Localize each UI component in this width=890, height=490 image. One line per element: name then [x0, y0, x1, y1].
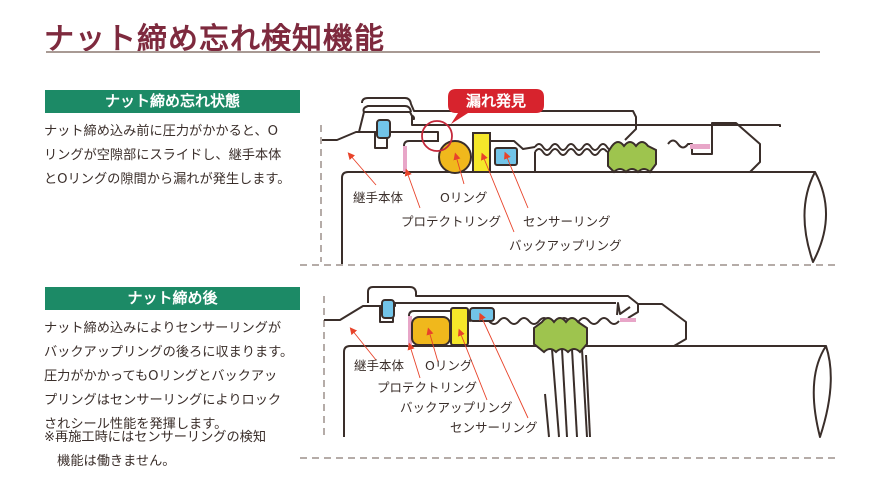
o-ring-fastened — [411, 316, 451, 346]
protect-ring-fastened — [408, 316, 412, 346]
label-backup-ring: バックアップリング — [509, 238, 622, 253]
title-underline — [46, 51, 820, 53]
diagram-fastened-parts — [381, 299, 636, 354]
pipe-end-lens — [803, 171, 827, 263]
arrows-unfastened — [347, 151, 529, 233]
label-backup-ring-2: バックアップリング — [400, 400, 513, 415]
section-description-fastened: ナット締め込みによりセンサーリングが バックアップリングの後ろに収まります。 圧… — [44, 321, 294, 432]
leak-indicator-circle — [421, 120, 453, 152]
label-sensor-ring: センサーリング — [523, 214, 611, 229]
nut-grip-fastened — [533, 317, 588, 354]
arrows-fastened — [349, 312, 529, 419]
labels-fastened: 継手本体 Oリング プロテクトリング バックアップリング センサーリング — [354, 358, 538, 435]
pipe-outline — [341, 171, 815, 264]
o-ring-unfastened — [438, 140, 472, 174]
pipe-end-lens-2 — [812, 345, 832, 438]
nut-outline-2 — [367, 286, 639, 319]
section-header-unfastened: ナット締め忘れ状態 — [45, 90, 300, 113]
seal-pink-fastened — [620, 318, 636, 322]
leak-callout: 漏れ発見 — [448, 89, 544, 124]
section-header-fastened: ナット締め後 — [45, 287, 300, 310]
nut-outline — [361, 97, 637, 141]
label-protect-ring-2: プロテクトリング — [377, 380, 477, 395]
leak-callout-text: 漏れ発見 — [466, 92, 526, 110]
backup-ring-fastened — [450, 307, 469, 346]
sensor-ring-slid — [494, 147, 518, 166]
nut-grip-unfastened — [607, 141, 657, 174]
label-sensor-ring-2: センサーリング — [450, 420, 538, 435]
labels-unfastened: 継手本体 Oリング プロテクトリング センサーリング バックアップリング — [353, 190, 622, 253]
protect-ring-unfastened — [403, 146, 407, 172]
section-note-fastened: ※再施工時にはセンサーリングの検知 機能は働きません。 — [44, 430, 267, 469]
label-protect-ring: プロテクトリング — [401, 214, 501, 229]
fitting-body-outline — [322, 111, 781, 141]
label-o-ring: Oリング — [440, 190, 487, 205]
section-description-unfastened: ナット締め込み前に圧力がかかると、O リングが空隙部にスライドし、継手本体 とO… — [44, 124, 291, 187]
pipe-outline-2 — [343, 345, 826, 437]
label-fitting-body-2: 継手本体 — [354, 358, 405, 373]
sensor-ring-unfastened — [376, 119, 391, 139]
sensor-ring-fastened-top — [381, 299, 395, 319]
seal-pink-unfastened — [690, 144, 710, 149]
label-o-ring-2: Oリング — [425, 358, 472, 373]
label-fitting-body: 継手本体 — [353, 190, 404, 205]
